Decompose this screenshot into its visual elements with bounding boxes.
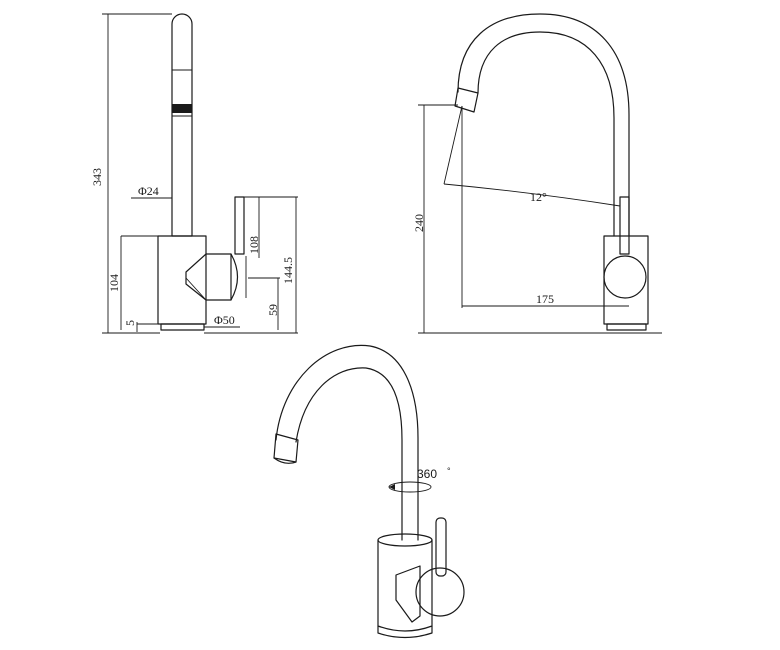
dim-108: 108	[247, 236, 261, 254]
iso-spout-tip	[273, 433, 299, 463]
front-spout-tip	[454, 87, 479, 113]
front-lever	[619, 196, 630, 255]
side-view: 343 Φ24 104 5 108 144.5 59 Φ50	[90, 13, 298, 334]
side-lever-hub	[185, 253, 232, 301]
dim-343: 343	[90, 168, 104, 186]
dim-5: 5	[123, 320, 137, 326]
iso-lever	[435, 517, 447, 577]
iso-lever-hub	[395, 565, 421, 623]
dim-59: 59	[266, 304, 280, 316]
iso-spout-outer	[275, 344, 419, 541]
dim-175: 175	[536, 292, 554, 306]
iso-spout-inner	[295, 367, 403, 541]
dim-phi24: Φ24	[138, 184, 159, 198]
front-lever-hub	[603, 255, 647, 299]
dim-104: 104	[107, 274, 121, 292]
side-spout-tube	[171, 13, 193, 237]
dim-phi50: Φ50	[214, 313, 235, 327]
front-body	[603, 235, 649, 325]
front-spout-outer	[457, 13, 630, 197]
side-base	[160, 323, 205, 331]
iso-rotation-arrow	[388, 481, 432, 493]
front-view: 240 12° 175	[412, 13, 662, 334]
dim-360: 360	[417, 467, 437, 481]
iso-body	[377, 539, 433, 632]
dim-144-5: 144.5	[281, 257, 295, 284]
side-aerator	[172, 104, 192, 113]
dim-240: 240	[412, 214, 426, 232]
side-body	[157, 235, 207, 325]
iso-base	[377, 625, 433, 639]
dim-360-unit: °	[447, 466, 451, 476]
dim-12deg: 12°	[530, 190, 547, 204]
front-spout-inner	[477, 31, 615, 237]
front-base	[606, 323, 647, 331]
side-lever-handle	[234, 196, 245, 255]
iso-view: 360 °	[273, 344, 465, 639]
